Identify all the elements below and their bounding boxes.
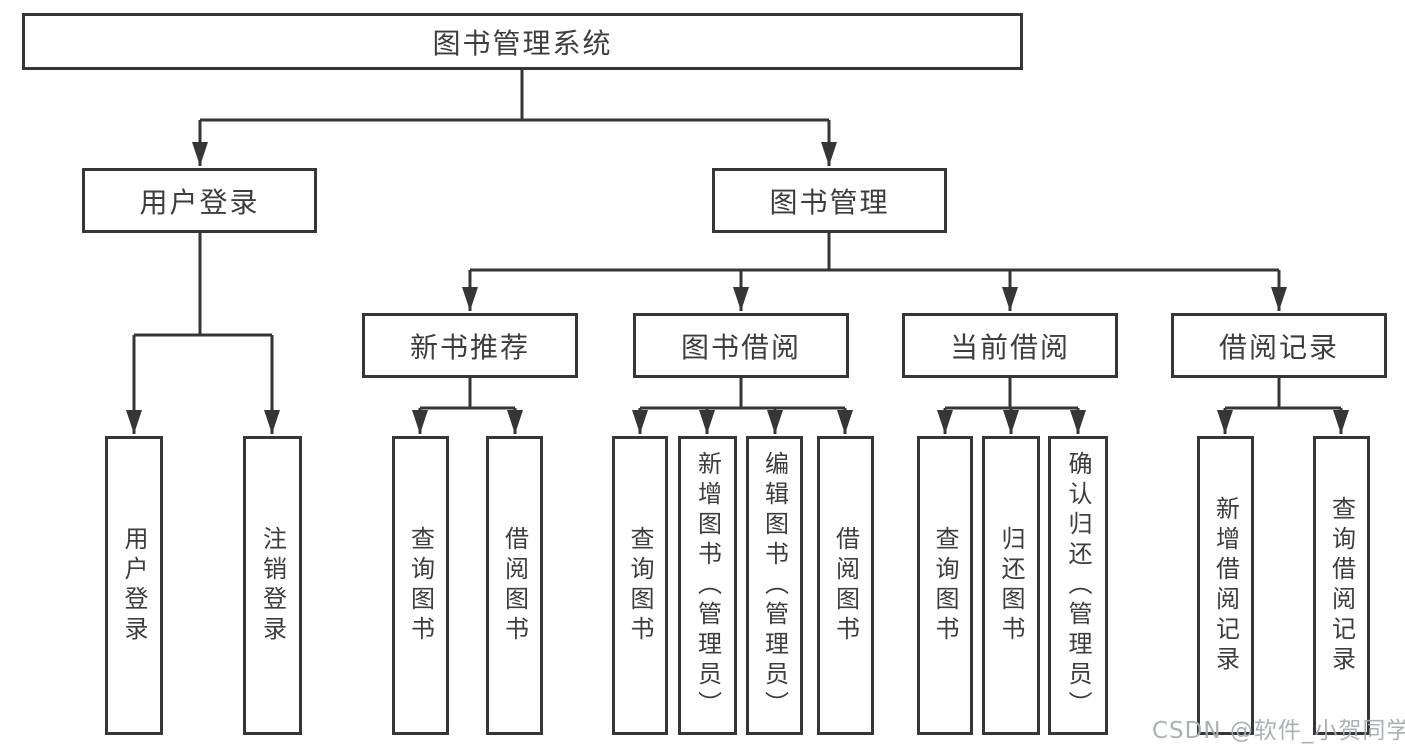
- leaf-query-books-borrow: 查询图书: [612, 436, 668, 735]
- node-current-borrowing: 当前借阅: [902, 313, 1118, 378]
- leaf-add-book-admin: 新增图书（管理员）: [678, 436, 737, 735]
- leaf-query-books-recommend: 查询图书: [392, 436, 449, 735]
- node-book-management: 图书管理: [712, 168, 947, 233]
- node-new-book-recommend: 新书推荐: [362, 313, 578, 378]
- leaf-return-book: 归还图书: [982, 436, 1040, 735]
- node-borrowing-records: 借阅记录: [1171, 313, 1387, 378]
- leaf-query-borrow-record: 查询借阅记录: [1313, 436, 1370, 735]
- leaf-query-books-current: 查询图书: [917, 436, 973, 735]
- leaf-borrow-books-recommend: 借阅图书: [486, 436, 543, 735]
- node-user-login: 用户登录: [82, 168, 317, 233]
- leaf-borrow-books: 借阅图书: [817, 436, 874, 735]
- node-library-management-system: 图书管理系统: [22, 13, 1023, 70]
- leaf-add-borrow-record: 新增借阅记录: [1197, 436, 1254, 735]
- csdn-watermark: CSDN @软件_小贺同学: [1152, 718, 1405, 744]
- node-book-borrowing: 图书借阅: [633, 313, 849, 378]
- leaf-edit-book-admin: 编辑图书（管理员）: [746, 436, 803, 735]
- leaf-confirm-return-admin: 确认归还（管理员）: [1048, 436, 1108, 735]
- leaf-user-login: 用户登录: [105, 436, 163, 735]
- leaf-logout: 注销登录: [243, 436, 302, 735]
